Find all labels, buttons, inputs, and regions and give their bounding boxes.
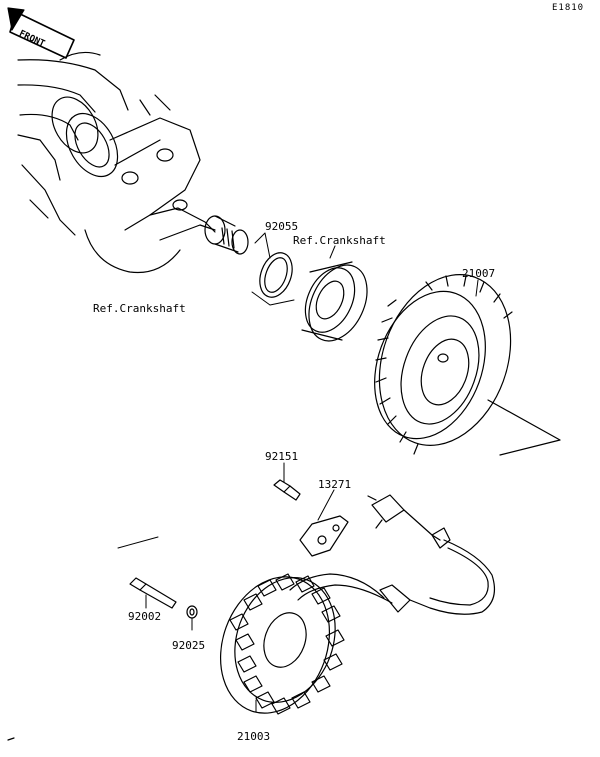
- front-arrow-icon: [7, 7, 75, 59]
- seal-collar-drawing: [301, 261, 368, 342]
- bolt-92002-drawing: [129, 577, 177, 609]
- bolt-92151-drawing: [273, 479, 301, 501]
- leader-lines: [117, 232, 479, 713]
- ref-label-crankshaft-lower: Ref.Crankshaft: [93, 302, 186, 315]
- crankshaft-drawing: [17, 51, 249, 274]
- part-label-92025: 92025: [172, 639, 206, 652]
- ref-label-crankshaft-upper: Ref.Crankshaft: [293, 234, 386, 247]
- o-ring-drawing: [259, 252, 293, 298]
- part-label-21003: 21003: [237, 730, 271, 743]
- part-label-21007: 21007: [462, 267, 496, 280]
- part-label-92055: 92055: [265, 220, 299, 233]
- corner-mark: [7, 737, 15, 741]
- diagram-code: E1810: [552, 3, 585, 13]
- harness-drawing: [289, 494, 495, 615]
- plate-13271-drawing: [299, 515, 349, 557]
- washer-92025-drawing: [186, 605, 198, 619]
- part-label-92151: 92151: [265, 450, 299, 463]
- part-label-92002: 92002: [128, 610, 162, 623]
- stator-drawing: [219, 573, 345, 715]
- part-label-13271: 13271: [318, 478, 352, 491]
- rotor-drawing: [374, 274, 561, 456]
